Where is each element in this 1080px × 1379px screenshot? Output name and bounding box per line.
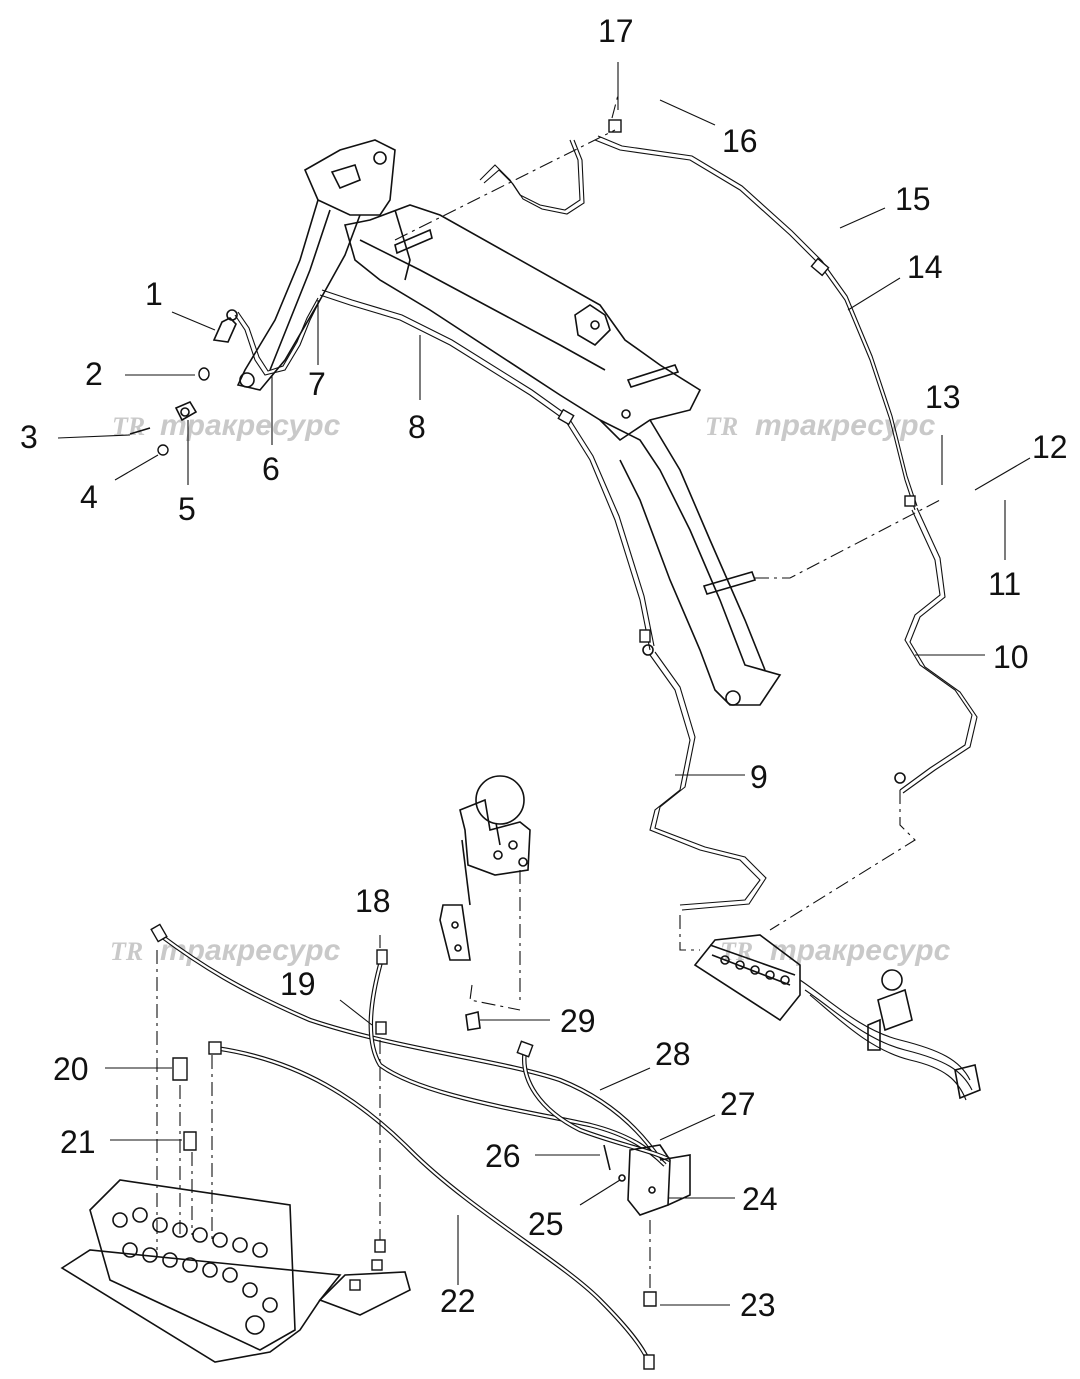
watermark-text-3: тракресурс [160, 934, 341, 967]
watermark-3: TR тракресурс [110, 934, 341, 967]
callout-16: 16 [722, 123, 758, 159]
callout-1: 1 [145, 276, 163, 312]
watermark-4: TR тракресурс [720, 934, 951, 967]
callout-28: 28 [655, 1036, 691, 1072]
callout-5: 5 [178, 491, 196, 527]
watermark-logo-1: TR [112, 412, 145, 441]
watermark-text-4: тракресурс [770, 934, 951, 967]
callout-20: 20 [53, 1051, 89, 1087]
callout-26: 26 [485, 1138, 521, 1174]
callout-22: 22 [440, 1283, 476, 1319]
valve-block [603, 1144, 691, 1216]
joystick-assembly [439, 775, 531, 1031]
callout-14: 14 [907, 249, 943, 285]
watermark-logo-2: TR [705, 412, 738, 441]
valve-spools [112, 1207, 278, 1335]
callout-6: 6 [262, 451, 280, 487]
callout-2: 2 [85, 356, 103, 392]
control-valve-bank-right [679, 790, 981, 1101]
callout-23: 23 [740, 1287, 776, 1323]
watermark-1: TR тракресурс [112, 409, 341, 442]
callout-17: 17 [598, 13, 634, 49]
callout-13: 13 [925, 379, 961, 415]
callout-25: 25 [528, 1206, 564, 1242]
control-valve-bank-left [60, 950, 651, 1363]
callout-leaders [57, 62, 1031, 1306]
boom-alignment-lines [394, 94, 941, 579]
callout-27: 27 [720, 1086, 756, 1122]
watermark-text-2: тракресурс [755, 409, 936, 442]
callout-8: 8 [408, 409, 426, 445]
callout-15: 15 [895, 181, 931, 217]
callout-19: 19 [280, 966, 316, 1002]
callout-29: 29 [560, 1003, 596, 1039]
callout-21: 21 [60, 1124, 96, 1160]
callout-24: 24 [742, 1181, 778, 1217]
callout-18: 18 [355, 883, 391, 919]
callout-12: 12 [1032, 429, 1068, 465]
callout-10: 10 [993, 639, 1029, 675]
watermark-logo-3: TR [110, 937, 143, 966]
callout-7: 7 [308, 366, 326, 402]
left-fittings [129, 309, 238, 456]
callout-11: 11 [988, 566, 1021, 602]
watermark-text-1: тракресурс [160, 409, 341, 442]
excavator-boom [236, 139, 782, 706]
watermark-2: TR тракресурс [705, 409, 936, 442]
callout-labels: 1 2 3 4 5 6 7 8 9 10 11 12 13 14 15 16 1… [20, 13, 1068, 1323]
boom-hoses [234, 119, 978, 911]
lower-hoses [150, 923, 672, 1370]
watermark-logo-4: TR [720, 937, 753, 966]
callout-9: 9 [750, 759, 768, 795]
callout-4: 4 [80, 479, 98, 515]
callout-3: 3 [20, 419, 38, 455]
